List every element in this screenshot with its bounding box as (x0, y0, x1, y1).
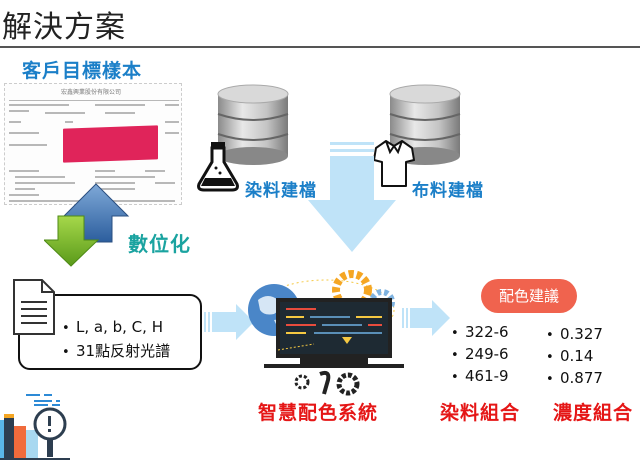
color-system-illustration (248, 270, 404, 396)
input-item: 31點反射光譜 (62, 340, 170, 364)
concentration-list: 0.327 0.14 0.877 (546, 324, 603, 390)
digitize-label: 數位化 (128, 232, 191, 256)
concentration-item: 0.14 (546, 346, 603, 368)
input-data-list: L, a, b, C, H 31點反射光譜 (62, 316, 170, 364)
sample-title: 客戶目標樣本 (22, 60, 143, 82)
title-divider (0, 46, 640, 48)
dye-code-item: 322-6 (451, 322, 509, 344)
sample-document: 宏鑫興業股份有限公司 (4, 83, 182, 205)
books-magnifier-icon (0, 394, 70, 460)
concentration-combination-label: 濃度組合 (553, 402, 634, 424)
dye-code-item: 461-9 (451, 366, 509, 388)
right-arrow-icon (402, 300, 450, 336)
dye-database-label: 染料建檔 (245, 181, 317, 201)
digitize-arrows-icon (44, 183, 130, 267)
dye-code-item: 249-6 (451, 344, 509, 366)
shirt-icon (373, 140, 415, 187)
document-header: 宏鑫興業股份有限公司 (61, 89, 122, 96)
right-arrow-icon (204, 304, 254, 340)
document-icon (13, 279, 55, 335)
dye-database-icon (217, 84, 289, 165)
concentration-item: 0.327 (546, 324, 603, 346)
suggestion-badge: 配色建議 (481, 279, 577, 313)
down-arrow-icon (308, 142, 396, 252)
input-item: L, a, b, C, H (62, 316, 170, 340)
dye-code-list: 322-6 249-6 461-9 (451, 322, 509, 388)
dye-combination-label: 染料組合 (440, 402, 521, 424)
system-label: 智慧配色系統 (258, 402, 379, 424)
page-title: 解決方案 (2, 10, 126, 45)
fabric-database-label: 布料建檔 (412, 181, 484, 201)
concentration-item: 0.877 (546, 368, 603, 390)
flask-icon (197, 142, 239, 192)
fabric-swatch (63, 125, 158, 163)
